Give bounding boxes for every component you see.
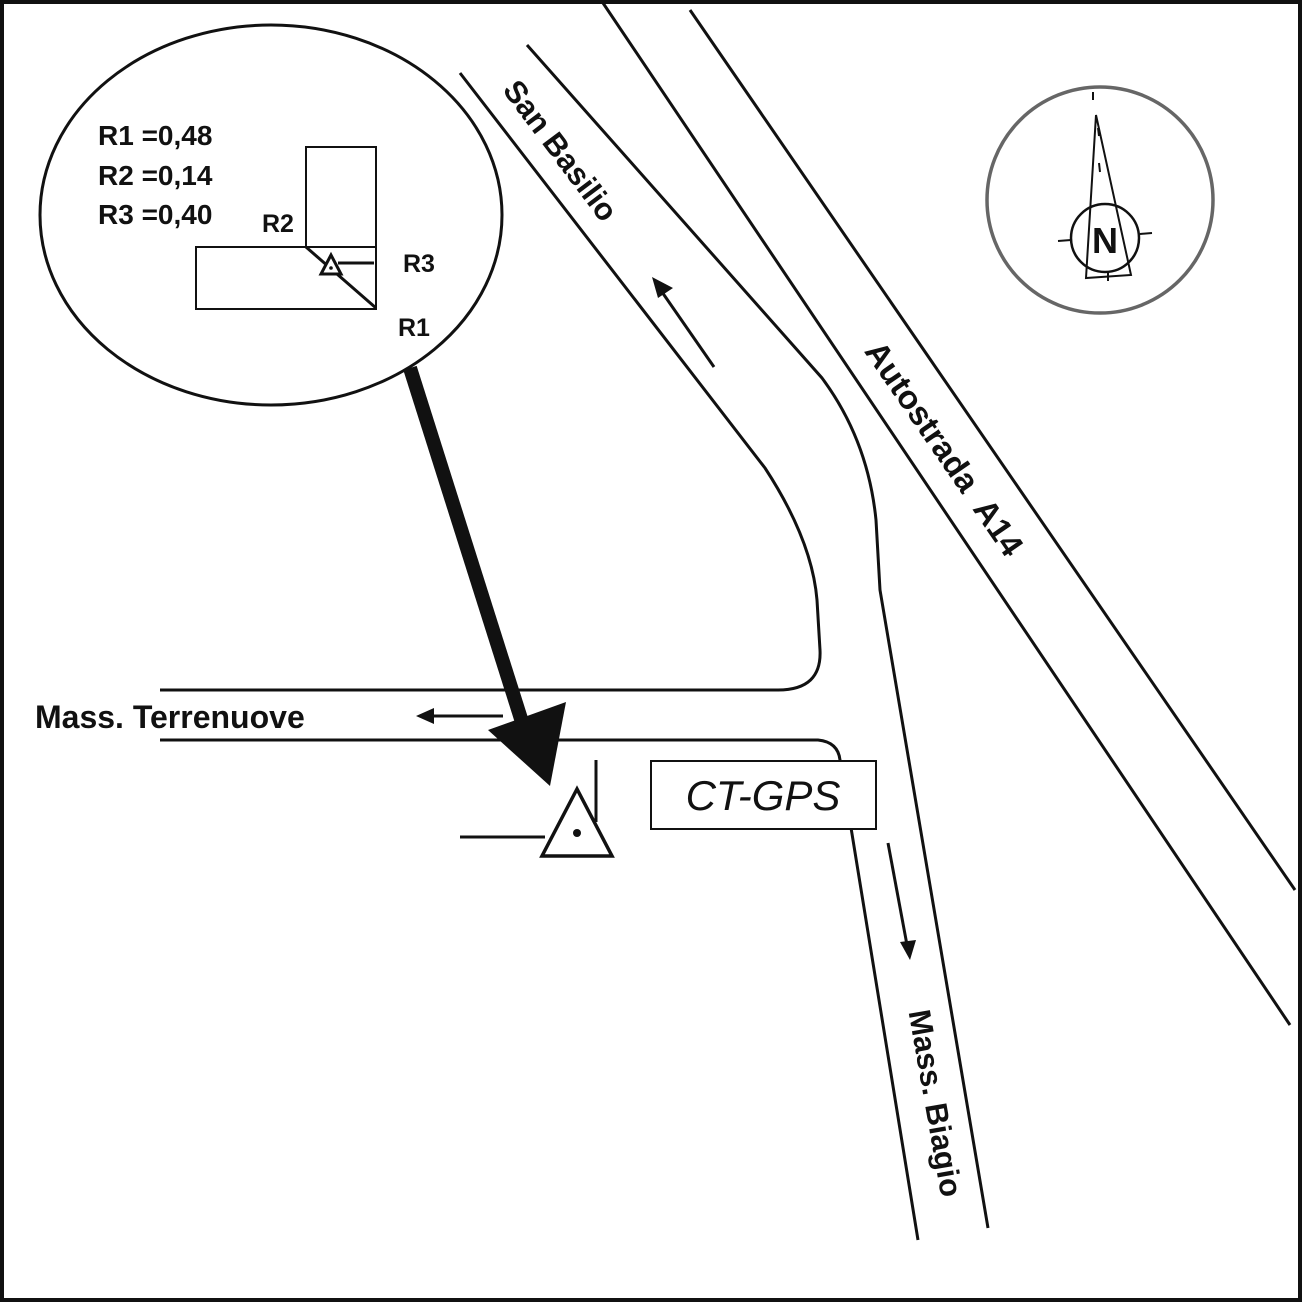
- inset-building-lower: [195, 246, 377, 310]
- inset-label-r3: R3: [403, 250, 435, 278]
- inset-detail: R1 =0,48 R2 =0,14 R3 =0,40 R2 R3 R1: [38, 23, 504, 407]
- road-san-basilio: [160, 44, 990, 1229]
- road-label-mass-terrenuove: Mass. Terrenuove: [35, 699, 305, 735]
- inset-value-r2: R2 =0,14: [98, 160, 213, 191]
- arrow-terrenuove-direction: [416, 708, 503, 724]
- pointer-arrow: [403, 365, 566, 786]
- north-arrow-compass: N: [985, 85, 1215, 315]
- gps-station-marker: [460, 760, 615, 858]
- inset-label-r2: R2: [262, 210, 294, 238]
- arrow-san-basilio-direction: [652, 277, 716, 368]
- inset-value-r3: R3 =0,40: [98, 199, 212, 230]
- station-label-box: CT-GPS: [650, 760, 877, 830]
- station-label: CT-GPS: [686, 772, 841, 819]
- inset-value-r1: R1 =0,48: [98, 120, 212, 151]
- compass-north-letter: N: [1092, 220, 1118, 261]
- inset-label-r1: R1: [398, 314, 430, 342]
- inset-station-icon: [318, 251, 344, 276]
- road-autostrada-a14: [601, 2, 1297, 1026]
- arrow-biagio-direction: [886, 842, 916, 960]
- road-mass-terrenuove-biagio: [160, 738, 920, 1241]
- inset-building-upper: [305, 146, 377, 248]
